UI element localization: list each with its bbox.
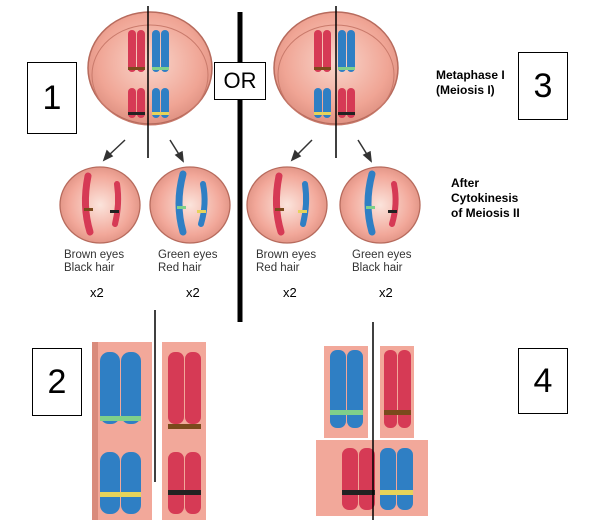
closeup-option-4 xyxy=(316,322,428,520)
daughter-cell-1 xyxy=(59,166,141,244)
closeup-option-2 xyxy=(92,310,206,520)
parent-cell-option-1 xyxy=(87,6,213,158)
parent-cell-option-3 xyxy=(273,6,399,158)
daughter-count-3: x2 xyxy=(283,285,297,300)
option-box-2: 2 xyxy=(32,348,82,416)
option-box-3: 3 xyxy=(518,52,568,120)
option-box-1: 1 xyxy=(27,62,77,134)
daughter-caption-1: Brown eyes Black hair xyxy=(64,249,125,274)
daughter-caption-4: Green eyes Black hair xyxy=(352,249,412,274)
stage-label-metaphase: Metaphase I (Meiosis I) xyxy=(436,68,505,97)
daughter-count-2: x2 xyxy=(186,285,200,300)
daughter-count-1: x2 xyxy=(90,285,104,300)
division-arrows xyxy=(102,139,372,163)
daughter-cell-2 xyxy=(149,166,231,244)
daughter-caption-2: Green eyes Red hair xyxy=(158,249,218,274)
daughter-cell-3 xyxy=(246,166,328,244)
daughter-cell-4 xyxy=(339,166,421,244)
daughter-count-4: x2 xyxy=(379,285,393,300)
option-box-4: 4 xyxy=(518,348,568,414)
daughter-caption-3: Brown eyes Red hair xyxy=(256,249,317,274)
stage-label-after-cytokinesis: After Cytokinesis of Meiosis II xyxy=(451,176,520,220)
or-label: OR xyxy=(214,62,266,100)
